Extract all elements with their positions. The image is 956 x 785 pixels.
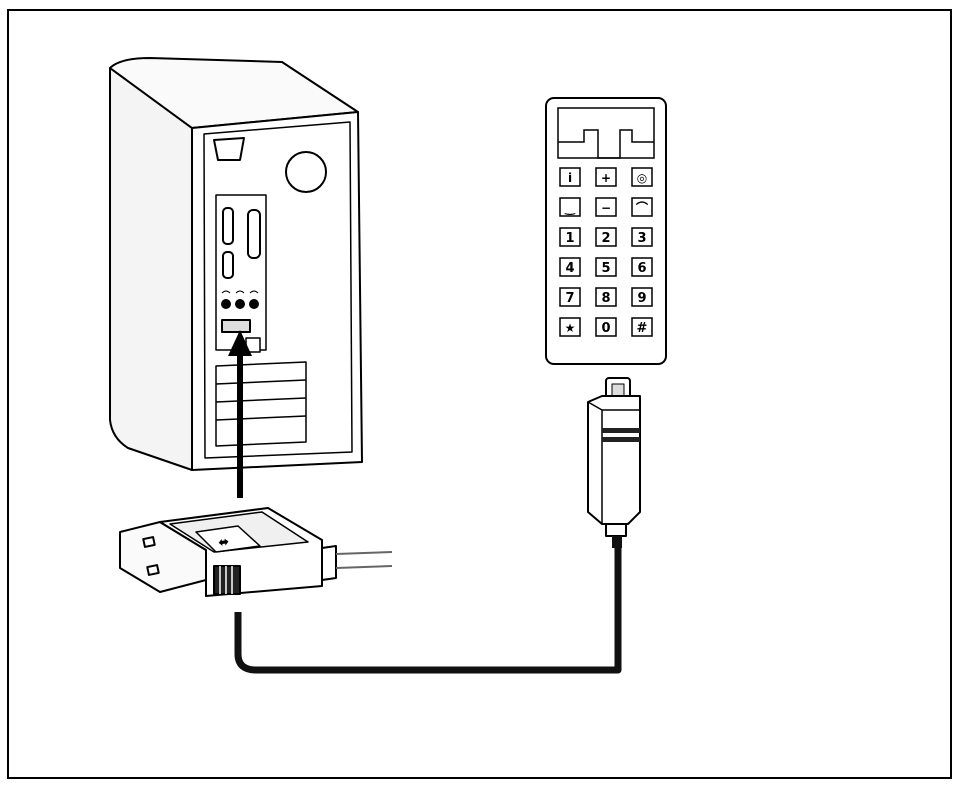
keypad-key [631,317,653,337]
keypad-key [595,317,617,337]
keypad-key [559,257,581,277]
keypad-key-label: 2 [601,231,610,246]
drive-bay [213,137,245,161]
keypad-key-label: ★ [565,321,576,335]
keypad-key-label: + [601,171,611,185]
keypad-key [595,257,617,277]
keypad-device: i + ◎ ‿ − ⌒ 1 2 3 4 5 6 7 8 9 ★ 0 # [545,97,667,365]
keypad-display [557,107,655,159]
diagram-frame [7,9,952,779]
keypad-key-label: ◎ [637,171,647,185]
keypad-key [631,257,653,277]
keypad-key-label: i [568,171,572,185]
keypad-key [559,167,581,187]
keypad-key [595,167,617,187]
keypad-key [559,227,581,247]
keypad-key [559,317,581,337]
keypad-key-label: 5 [601,261,610,276]
keypad-key [559,197,581,217]
keypad-key [631,167,653,187]
keypad-key [559,287,581,307]
insert-arrow-icon [228,330,252,498]
keypad-keys: i + ◎ ‿ − ⌒ 1 2 3 4 5 6 7 8 9 ★ 0 # [559,167,653,337]
computer-tower [109,57,363,471]
keypad-key [595,197,617,217]
keypad-key-label: 9 [637,291,646,306]
usb-plug: ⬌ [119,507,337,597]
keypad-key [595,227,617,247]
usb-port [221,319,251,333]
keypad-key-label: − [601,201,611,215]
keypad-key-label: ‿ [564,201,576,215]
keypad-key-label: # [637,321,648,336]
keypad-key-label: ⌒ [635,200,648,215]
usb-logo-icon: ⬌ [217,535,230,551]
keypad-key-label: 8 [601,291,610,306]
keypad-connector [587,377,641,548]
keypad-key-label: 6 [637,261,646,276]
keypad-key-label: 1 [565,231,574,246]
keypad-key-label: 0 [601,321,610,336]
connection-cable [234,546,622,674]
keypad-key [631,227,653,247]
usb-tail-cable [335,551,393,569]
power-button-icon [285,151,327,193]
keypad-key-label: 3 [637,231,646,246]
keypad-key [631,287,653,307]
keypad-key [631,197,653,217]
keypad-key-label: 7 [565,291,574,306]
expansion-slots [215,361,307,447]
keypad-key-label: 4 [565,261,574,276]
keypad-key [595,287,617,307]
